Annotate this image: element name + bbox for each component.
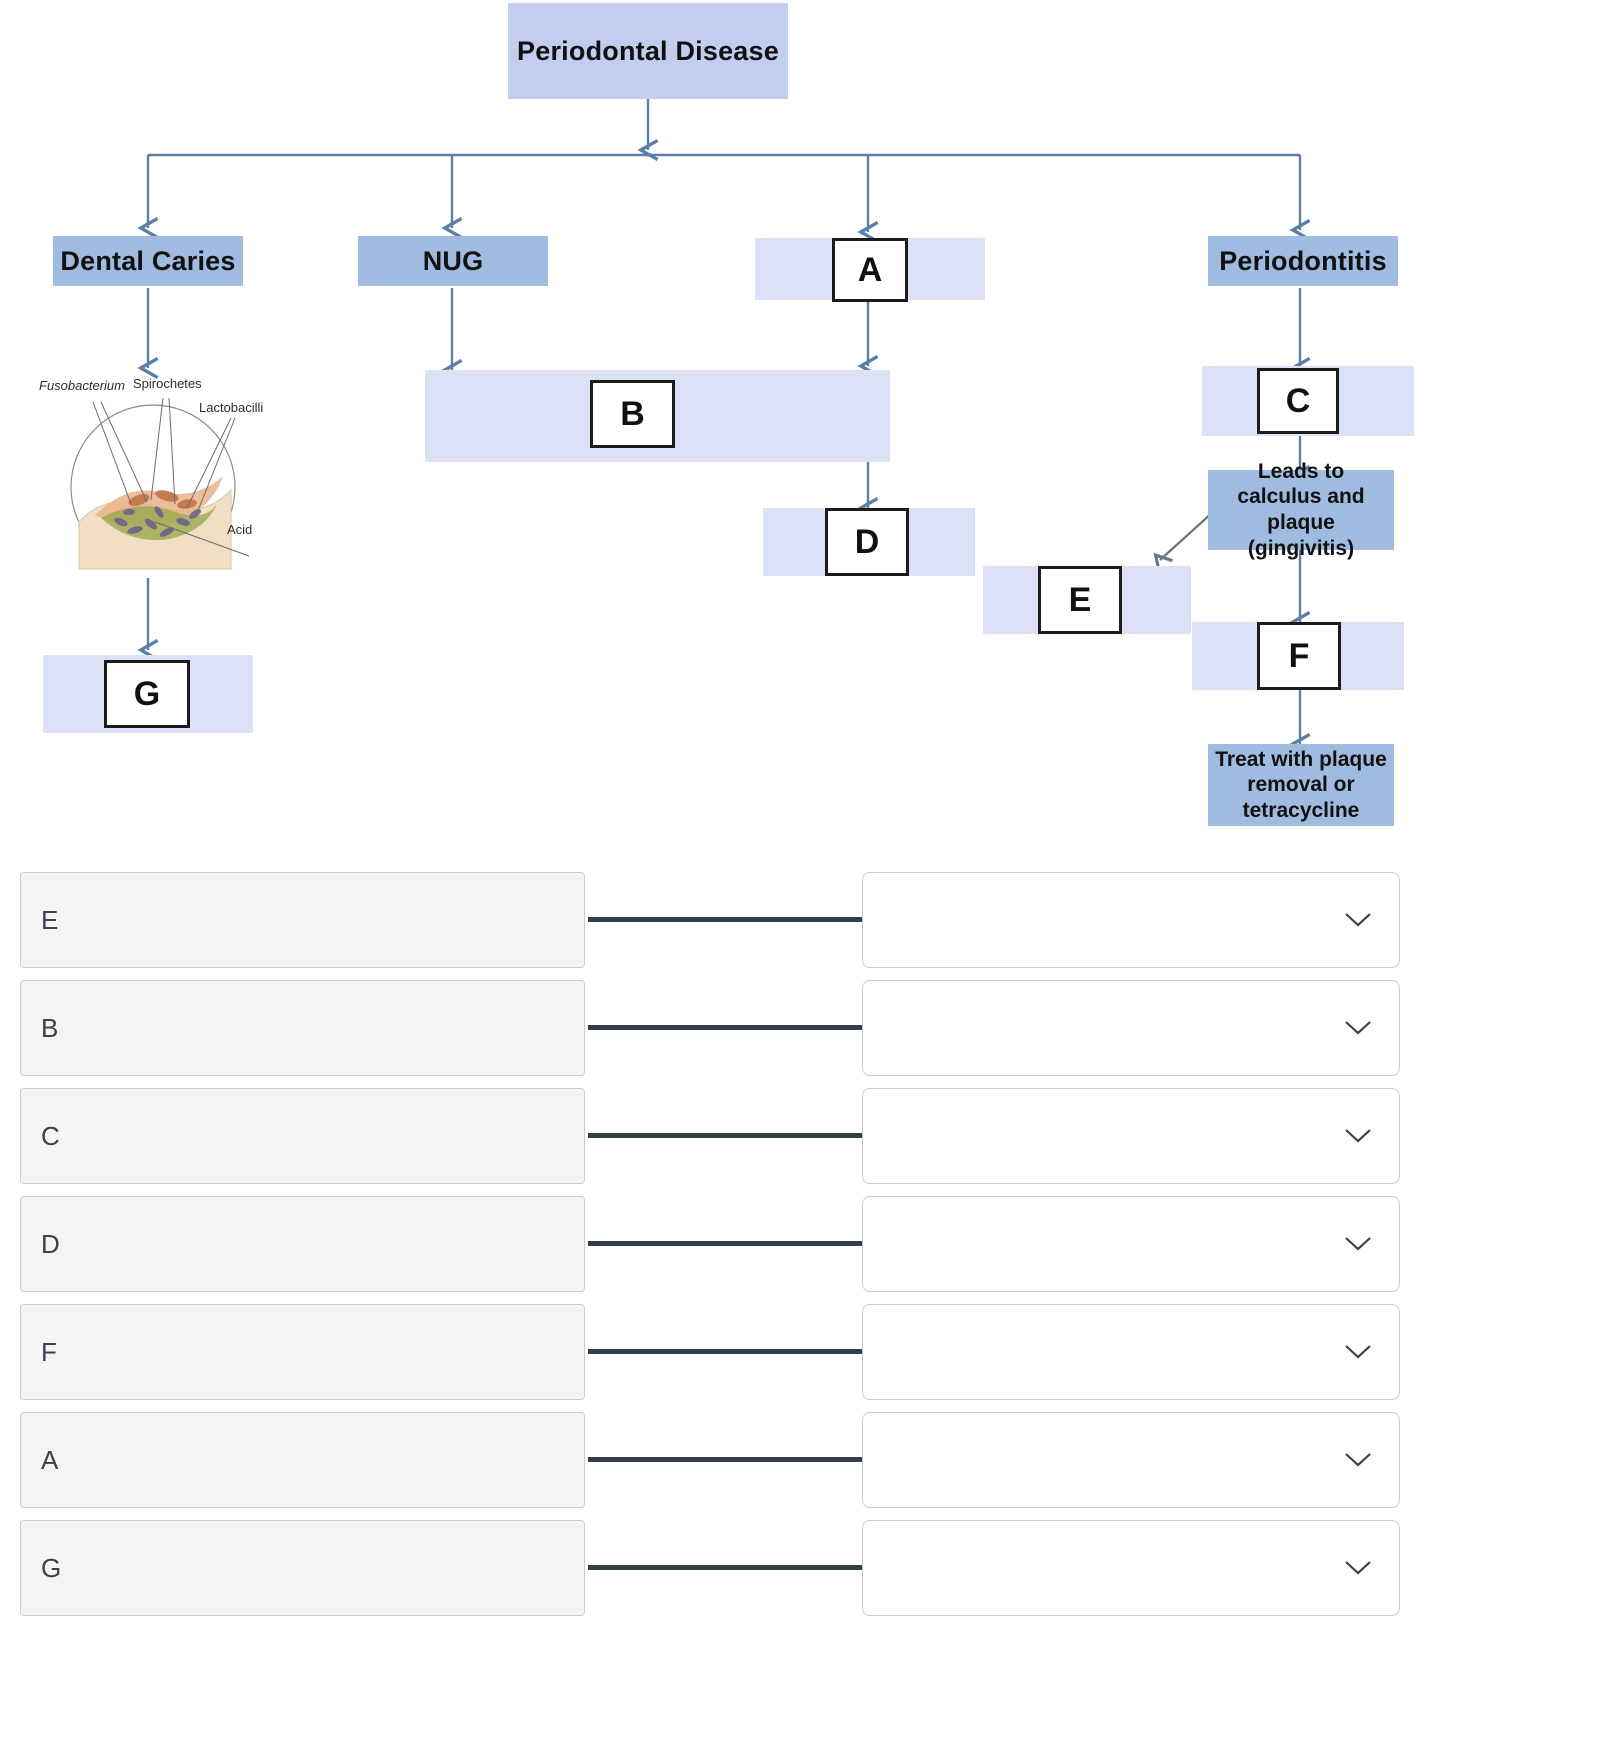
match-row: E: [0, 872, 1600, 968]
periodontal-disease-flowchart: Periodontal Disease Dental Caries NUG A …: [0, 0, 1600, 860]
node-b-letter: B: [590, 380, 675, 448]
chevron-down-icon: [1345, 1237, 1371, 1251]
answer-select-0[interactable]: [862, 872, 1400, 968]
match-row: C: [0, 1088, 1600, 1184]
row-connector-2: [588, 1133, 863, 1138]
prompt-label-4: F: [20, 1304, 585, 1400]
prompt-label-5: A: [20, 1412, 585, 1508]
chevron-down-icon: [1345, 1345, 1371, 1359]
node-e-letter: E: [1038, 566, 1122, 634]
chevron-down-icon: [1345, 1561, 1371, 1575]
node-nug: NUG: [358, 236, 548, 286]
prompt-label-3: D: [20, 1196, 585, 1292]
node-gingivitis: Leads to calculus and plaque (gingivitis…: [1208, 460, 1394, 560]
node-c-letter: C: [1257, 368, 1339, 434]
node-dental-caries: Dental Caries: [53, 236, 243, 286]
chevron-down-icon: [1345, 913, 1371, 927]
answer-select-3[interactable]: [862, 1196, 1400, 1292]
match-row: B: [0, 980, 1600, 1076]
prompt-label-1: B: [20, 980, 585, 1076]
chevron-down-icon: [1345, 1129, 1371, 1143]
chevron-down-icon: [1345, 1453, 1371, 1467]
prompt-label-0: E: [20, 872, 585, 968]
matching-form: E B C: [0, 872, 1600, 1628]
match-row: A: [0, 1412, 1600, 1508]
answer-select-4[interactable]: [862, 1304, 1400, 1400]
caries-illustration-svg: [70, 397, 250, 570]
node-a-letter: A: [832, 238, 908, 302]
row-connector-0: [588, 917, 863, 922]
row-connector-5: [588, 1457, 863, 1462]
node-d-letter: D: [825, 508, 909, 576]
match-row: F: [0, 1304, 1600, 1400]
prompt-label-6: G: [20, 1520, 585, 1616]
answer-select-6[interactable]: [862, 1520, 1400, 1616]
match-row: G: [0, 1520, 1600, 1616]
row-connector-3: [588, 1241, 863, 1246]
prompt-label-2: C: [20, 1088, 585, 1184]
node-g-letter: G: [104, 660, 190, 728]
illus-label-acid: Acid: [227, 522, 253, 537]
dental-caries-illustration: Fusobacterium Spirochetes Lactobacilli A…: [35, 372, 285, 572]
node-periodontal-disease: Periodontal Disease: [508, 3, 788, 99]
match-row: D: [0, 1196, 1600, 1292]
answer-select-2[interactable]: [862, 1088, 1400, 1184]
answer-select-1[interactable]: [862, 980, 1400, 1076]
row-connector-4: [588, 1349, 863, 1354]
illus-label-lactobacilli: Lactobacilli: [199, 400, 264, 415]
illus-label-fusobacterium: Fusobacterium: [39, 378, 125, 393]
row-connector-6: [588, 1565, 863, 1570]
illus-label-spirochetes: Spirochetes: [133, 376, 202, 391]
answer-select-5[interactable]: [862, 1412, 1400, 1508]
row-connector-1: [588, 1025, 863, 1030]
node-treatment: Treat with plaque removal or tetracyclin…: [1208, 744, 1394, 826]
node-f-letter: F: [1257, 622, 1341, 690]
node-periodontitis: Periodontitis: [1208, 236, 1398, 286]
chevron-down-icon: [1345, 1021, 1371, 1035]
